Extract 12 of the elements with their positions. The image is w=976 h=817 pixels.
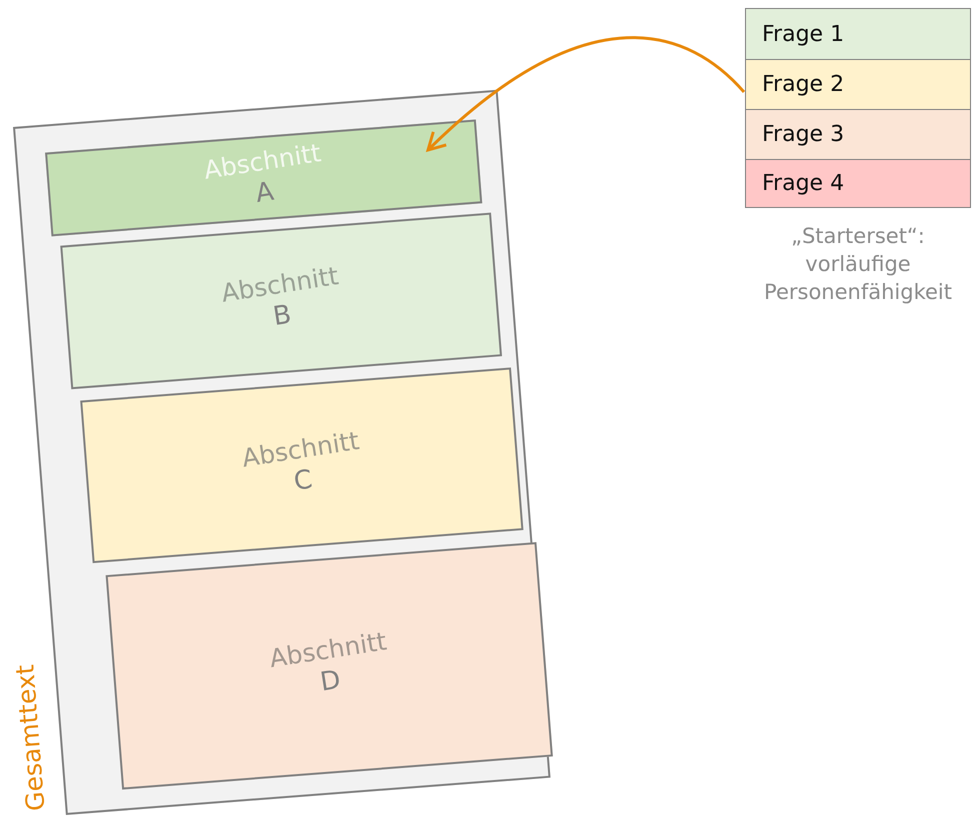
question-row: Frage 4 bbox=[746, 159, 970, 207]
page-label: Gesamttext bbox=[10, 664, 51, 812]
table-caption: „Starterset“: vorläufige Personenfähigkeit bbox=[763, 223, 953, 306]
question-table bbox=[745, 8, 971, 208]
section-letter: D bbox=[318, 664, 343, 698]
section-letter: C bbox=[292, 464, 314, 498]
arrow bbox=[426, 36, 746, 152]
section-letter: A bbox=[254, 176, 276, 210]
question-row: Frage 2 bbox=[746, 59, 970, 109]
question-row: Frage 1 bbox=[746, 9, 970, 59]
question-row: Frage 3 bbox=[746, 109, 970, 159]
section-letter: B bbox=[271, 300, 294, 334]
